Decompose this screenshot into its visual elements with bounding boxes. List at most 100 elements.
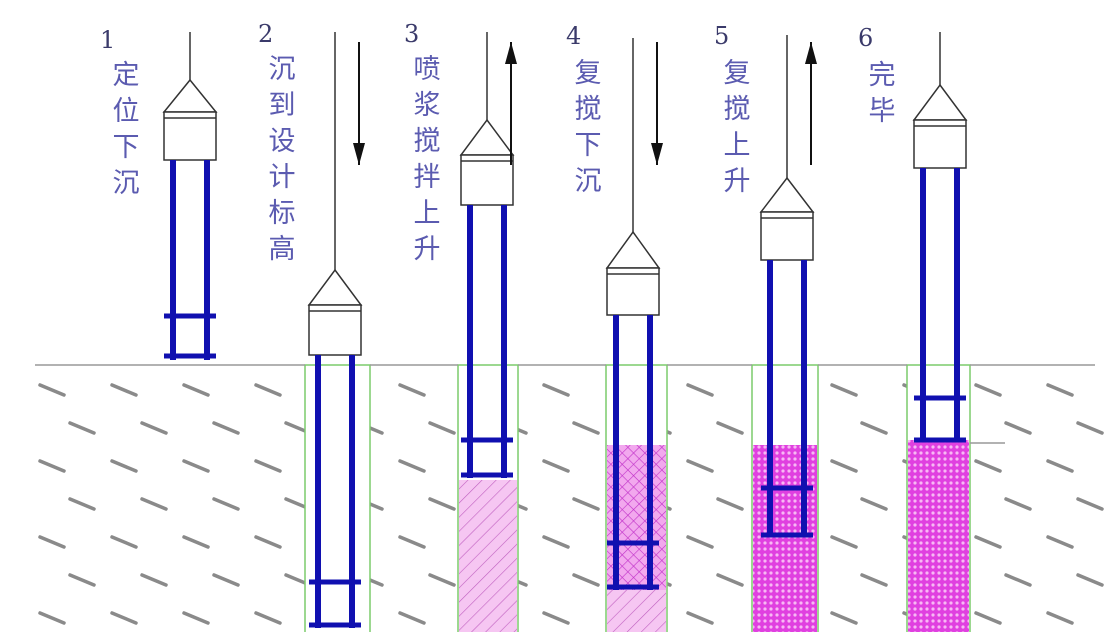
soil-hatch-mark [1004, 573, 1032, 587]
soil-hatch-mark [140, 497, 168, 511]
soil-hatch-mark [1004, 421, 1032, 435]
soil-hatch-mark [830, 459, 858, 473]
soil-hatch-mark [428, 421, 456, 435]
soil-hatch-mark [1076, 421, 1104, 435]
cone-head [912, 83, 968, 121]
soil-hatch-mark [38, 383, 66, 397]
soil-hatch-mark [428, 573, 456, 587]
cone-head [307, 268, 363, 306]
grout-column [753, 445, 817, 632]
soil-hatch-mark [860, 421, 888, 435]
soil-hatch-mark [572, 573, 600, 587]
soil-hatch-mark [686, 535, 714, 549]
motor-box [913, 119, 967, 169]
soil-hatch-mark [1076, 497, 1104, 511]
soil-hatch-mark [212, 421, 240, 435]
soil-hatch-mark [1046, 383, 1074, 397]
direction-arrow-down-icon [651, 143, 663, 165]
soil-hatch-mark [542, 535, 570, 549]
soil-hatch-mark [974, 611, 1002, 625]
grout-column [459, 480, 517, 632]
soil-hatch-mark [716, 497, 744, 511]
soil-hatch-mark [140, 573, 168, 587]
soil-hatch-mark [542, 459, 570, 473]
soil-hatch-mark [572, 421, 600, 435]
soil-hatch-mark [182, 535, 210, 549]
soil-hatch-mark [860, 573, 888, 587]
soil-hatch-mark [686, 383, 714, 397]
soil-hatch-mark [572, 497, 600, 511]
soil-hatch-mark [254, 535, 282, 549]
soil-hatch-mark [110, 383, 138, 397]
mixing-rig-4 [605, 38, 663, 590]
soil-hatch-mark [182, 611, 210, 625]
soil-hatch-mark [68, 421, 96, 435]
direction-arrow-up-icon [505, 42, 517, 64]
soil-hatch-mark [398, 535, 426, 549]
step-4-number: 4 [566, 22, 582, 50]
soil-hatch-mark [254, 459, 282, 473]
step-2-label: 沉到设计标高 [268, 54, 296, 265]
soil-hatch-mark [182, 459, 210, 473]
grout-column [908, 440, 969, 632]
soil-hatch-mark [182, 383, 210, 397]
soil-hatch-mark [860, 497, 888, 511]
soil-hatch-mark [254, 611, 282, 625]
soil-hatch-mark [398, 383, 426, 397]
mixing-rig-2 [307, 32, 365, 628]
soil-hatch-mark [974, 459, 1002, 473]
step-4-label: 复搅下沉 [574, 58, 602, 197]
soil-hatch-mark [398, 611, 426, 625]
cone-head [162, 78, 218, 113]
soil-hatch-mark [974, 383, 1002, 397]
soil-hatch-mark [1004, 497, 1032, 511]
step-3-number: 3 [404, 20, 420, 48]
soil-hatch-mark [716, 573, 744, 587]
soil-hatch-mark [542, 383, 570, 397]
soil-hatch-mark [254, 383, 282, 397]
soil-hatch-mark [398, 459, 426, 473]
cone-head [759, 176, 815, 213]
motor-box [760, 211, 814, 261]
soil-hatch-mark [830, 611, 858, 625]
soil-hatch-mark [38, 535, 66, 549]
step-3-label: 喷浆搅拌上升 [413, 54, 441, 265]
soil-hatch-mark [428, 497, 456, 511]
soil-hatch-mark [1076, 573, 1104, 587]
soil-hatch-mark [1046, 611, 1074, 625]
step-5-label: 复搅上升 [723, 58, 751, 197]
soil-hatch-mark [110, 535, 138, 549]
grout-column [607, 590, 666, 632]
cone-head [459, 118, 515, 156]
direction-arrow-down-icon [353, 143, 365, 165]
motor-box [163, 111, 217, 161]
soil-hatch-mark [830, 535, 858, 549]
soil-hatch-mark [1046, 535, 1074, 549]
soil-hatch-mark [140, 421, 168, 435]
mixing-rig-3 [459, 32, 517, 478]
mixing-rig-6 [912, 32, 968, 443]
motor-box [308, 304, 362, 356]
soil-hatch-mark [212, 497, 240, 511]
soil-hatch-mark [974, 535, 1002, 549]
step-6-number: 6 [858, 24, 874, 52]
motor-box [460, 154, 514, 206]
direction-arrow-up-icon [805, 42, 817, 64]
soil-hatch-mark [830, 383, 858, 397]
motor-box [606, 267, 660, 316]
step-1-number: 1 [100, 26, 116, 54]
mixing-rig-1 [162, 32, 218, 360]
step-5-number: 5 [714, 22, 730, 50]
mixing-rig-5 [759, 35, 817, 538]
cone-head [605, 230, 661, 269]
soil-hatch-mark [68, 497, 96, 511]
step-1-label: 定位下沉 [112, 60, 140, 199]
soil-hatch-mark [110, 611, 138, 625]
step-2-number: 2 [258, 20, 274, 48]
step-6-label: 完毕 [868, 60, 896, 127]
soil-hatch-mark [542, 611, 570, 625]
soil-hatch-mark [686, 459, 714, 473]
soil-hatch-mark [38, 459, 66, 473]
